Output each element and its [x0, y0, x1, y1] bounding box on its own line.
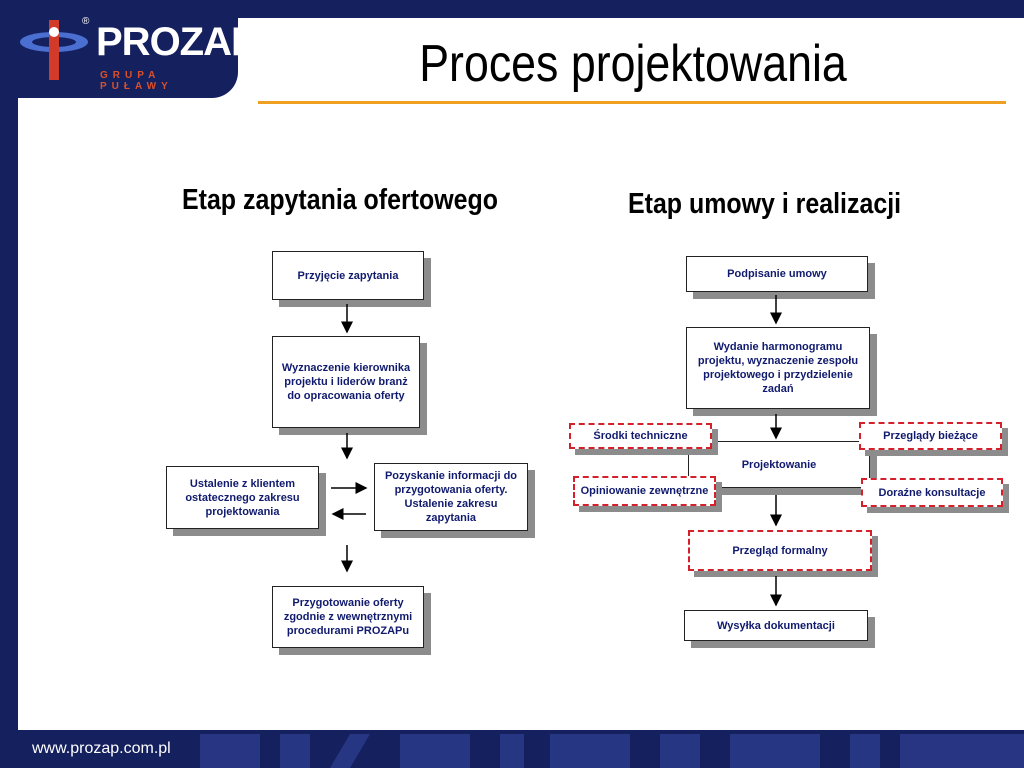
- box-projektowanie: Projektowanie: [688, 441, 870, 488]
- registered-mark: ®: [82, 16, 90, 27]
- logo-tab: PROZAP ® GRUPA PUŁAWY: [0, 0, 258, 98]
- box-wydanie-harmonogramu: Wydanie harmonogramu projektu, wyznaczen…: [686, 327, 870, 409]
- box-wyznaczenie-kierownika: Wyznaczenie kierownika projektu i lideró…: [272, 336, 420, 428]
- left-stage-heading: Etap zapytania ofertowego: [182, 184, 498, 216]
- box-wysylka-dokumentacji: Wysyłka dokumentacji: [684, 610, 868, 641]
- box-pozyskanie-informacji: Pozyskanie informacji do przygotowania o…: [374, 463, 528, 531]
- box-przeglady-biezace: Przeglądy bieżące: [859, 422, 1002, 450]
- box-przyjecie-zapytania: Przyjęcie zapytania: [272, 251, 424, 300]
- slide-panel: [18, 18, 1024, 730]
- prozap-logo-icon: [20, 20, 88, 80]
- box-srodki-techniczne: Środki techniczne: [569, 423, 712, 449]
- footer-decoration: [200, 734, 1024, 768]
- box-przeglad-formalny: Przegląd formalny: [688, 530, 872, 571]
- title-underline: [258, 101, 1006, 104]
- right-stage-heading: Etap umowy i realizacji: [628, 188, 902, 220]
- footer-url[interactable]: www.prozap.com.pl: [32, 740, 171, 757]
- box-opiniowanie-zewnetrzne: Opiniowanie zewnętrzne: [573, 476, 716, 506]
- box-podpisanie-umowy: Podpisanie umowy: [686, 256, 868, 292]
- box-ustalenie-z-klientem: Ustalenie z klientem ostatecznego zakres…: [166, 466, 319, 529]
- page-title: Proces projektowania: [419, 35, 847, 93]
- box-dorazne-konsultacje: Doraźne konsultacje: [861, 478, 1003, 507]
- box-przygotowanie-oferty: Przygotowanie oferty zgodnie z wewnętrzn…: [272, 586, 424, 648]
- brand-name: PROZAP: [96, 20, 258, 64]
- brand-subtitle: GRUPA PUŁAWY: [100, 70, 173, 92]
